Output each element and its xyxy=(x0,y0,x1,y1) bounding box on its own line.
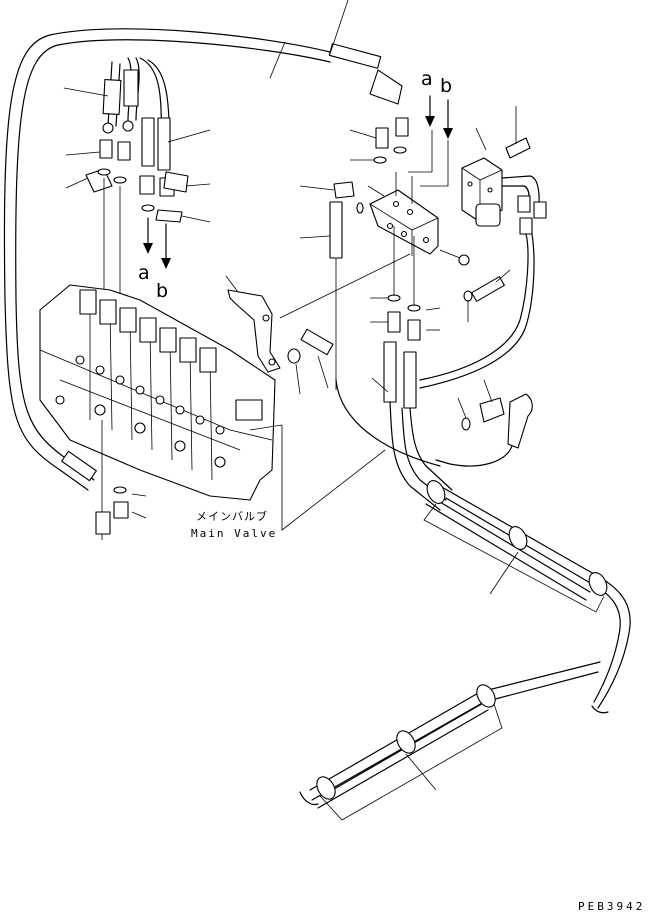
fittings-bottom xyxy=(95,420,147,540)
solenoid-valve xyxy=(461,106,547,235)
wire xyxy=(419,233,529,381)
bolts-right xyxy=(439,249,511,322)
fittings-top-right xyxy=(299,117,409,390)
arrow-label-a-top: a xyxy=(421,68,433,90)
arrow-label-a-left: a xyxy=(138,262,150,284)
fittings-top-left xyxy=(85,139,189,300)
mounting-bracket xyxy=(225,253,411,373)
leader-lines-left xyxy=(63,87,211,223)
lower-tube-bundle xyxy=(299,661,601,821)
arrows-left xyxy=(143,217,171,269)
main-valve-body xyxy=(39,284,276,501)
return-hose xyxy=(3,28,403,491)
leader-line xyxy=(269,41,286,79)
down-hoses xyxy=(371,341,453,511)
arrow-label-b-top: b xyxy=(440,75,453,97)
bolt-bracket xyxy=(287,328,334,395)
arrow-label-b-left: b xyxy=(156,280,169,302)
tube-bundle xyxy=(423,480,631,714)
main-valve-label-jp: メインバルブ xyxy=(196,510,268,523)
arrows-top-right xyxy=(408,95,453,187)
leader-line xyxy=(329,0,349,55)
pilot-hoses xyxy=(102,57,171,171)
wire xyxy=(419,233,535,389)
main-valve-leader xyxy=(281,425,386,531)
elbow-fitting xyxy=(335,379,533,467)
drawing-code: PEB3942 xyxy=(578,900,646,913)
main-valve-label-en: Main Valve xyxy=(191,527,278,540)
fittings-middle xyxy=(370,226,441,341)
manifold-block xyxy=(367,172,439,256)
